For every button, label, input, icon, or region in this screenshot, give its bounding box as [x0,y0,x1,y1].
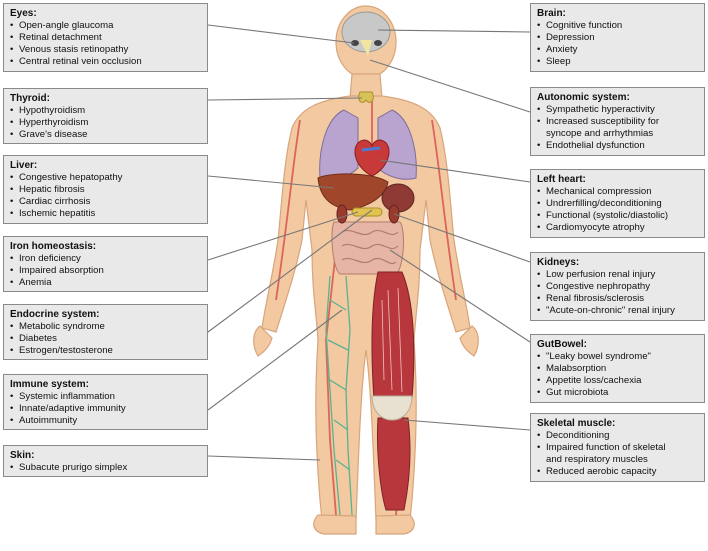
list-item: Hypothyroidism [10,105,201,117]
list-item: Impaired function of skeletal [537,442,698,454]
list-item: Endothelial dysfunction [537,140,698,152]
box-thyroid: Thyroid: Hypothyroidism Hyperthyroidism … [3,88,208,144]
list-item: Mechanical compression [537,186,698,198]
list-item: Iron deficiency [10,253,201,265]
list-item: Open-angle glaucoma [10,20,201,32]
box-title: Skeletal muscle: [537,418,616,429]
list-item: Systemic inflammation [10,391,201,403]
list-item: Impaired absorption [10,265,201,277]
box-title: Left heart: [537,174,586,185]
list-item: Appetite loss/cachexia [537,375,698,387]
list-item: Metabolic syndrome [10,321,201,333]
connector-skeletal-muscle [403,419,531,431]
list-item: Anxiety [537,44,698,56]
list-item: Sympathetic hyperactivity [537,104,698,116]
box-title: Kidneys: [537,257,580,268]
box-title: Brain: [537,8,566,19]
list-item: Grave's disease [10,129,201,141]
connector-gutbowel [389,249,531,343]
pancreas-organ [351,207,383,217]
body-silhouette [253,5,479,535]
box-title: Autonomic system: [537,92,630,103]
box-brain: Brain: Cognitive function Depression Anx… [530,3,705,72]
box-liver: Liver: Congestive hepatopathy Hepatic fi… [3,155,208,224]
list-item: Congestive nephropathy [537,281,698,293]
connector-skin [207,455,321,461]
list-item: Malabsorption [537,363,698,375]
list-item: Retinal detachment [10,32,201,44]
list-item: Diabetes [10,333,201,345]
box-iron-homeostasis: Iron homeostasis: Iron deficiency Impair… [3,236,208,292]
lymph-vessels [325,275,353,516]
intestines-organ [331,221,404,275]
muscle-fibers [381,287,403,393]
box-left-heart: Left heart: Mechanical compression Undre… [530,169,705,238]
heart-organ [354,139,390,177]
box-title: Iron homeostasis: [10,241,97,252]
box-title: Liver: [10,160,38,171]
list-item: Hyperthyroidism [10,117,201,129]
list-item: Anemia [10,277,201,289]
connector-autonomic [369,59,531,113]
box-title: Endocrine system: [10,309,100,320]
list-item: Autoimmunity [10,415,201,427]
list-item: Ischemic hepatitis [10,208,201,220]
box-endocrine-system: Endocrine system: Metabolic syndrome Dia… [3,304,208,360]
liver-organ [317,173,389,211]
connector-endocrine [207,209,373,333]
connector-immune [207,309,343,411]
list-item: Cardiac cirrhosis [10,196,201,208]
connector-liver [207,175,335,189]
list-item: Gut microbiota [537,387,698,399]
list-item: "Leaky bowel syndrome" [537,351,698,363]
connector-brain [377,29,531,33]
box-eyes: Eyes: Open-angle glaucoma Retinal detach… [3,3,208,72]
list-item: Subacute prurigo simplex [10,462,201,474]
box-skin: Skin: Subacute prurigo simplex [3,445,208,477]
connector-kidneys [393,213,531,263]
box-kidneys: Kidneys: Low perfusion renal injury Cong… [530,252,705,321]
list-item: Undrerfilling/deconditioning [537,198,698,210]
brain-organ [341,11,391,56]
box-title: Eyes: [10,8,37,19]
list-item: Estrogen/testosterone [10,345,201,357]
list-item: Cardiomyocyte atrophy [537,222,698,234]
list-item: Increased susceptibility for [537,116,698,128]
box-skeletal-muscle: Skeletal muscle: Deconditioning Impaired… [530,413,705,482]
list-item: Venous stasis retinopathy [10,44,201,56]
list-item: Hepatic fibrosis [10,184,201,196]
list-item: Renal fibrosis/sclerosis [537,293,698,305]
box-title: GutBowel: [537,339,587,350]
list-item: Cognitive function [537,20,698,32]
list-item: Innate/adaptive immunity [10,403,201,415]
list-item: Congestive hepatopathy [10,172,201,184]
connector-iron [207,211,359,261]
box-title: Thyroid: [10,93,50,104]
list-item: Low perfusion renal injury [537,269,698,281]
connector-thyroid [207,97,363,101]
connector-left-heart [379,159,531,183]
box-immune-system: Immune system: Systemic inflammation Inn… [3,374,208,430]
box-title: Skin: [10,450,35,461]
list-item: Depression [537,32,698,44]
box-gutbowel: GutBowel: "Leaky bowel syndrome" Malabso… [530,334,705,403]
list-item: Deconditioning [537,430,698,442]
box-autonomic-system: Autonomic system: Sympathetic hyperactiv… [530,87,705,156]
list-item: Central retinal vein occlusion [10,56,201,68]
list-item: Sleep [537,56,698,68]
list-item-continuation: and respiratory muscles [546,454,648,465]
list-item: Reduced aerobic capacity [537,466,698,478]
list-item: "Acute-on-chronic" renal injury [537,305,698,317]
knee-bone [371,395,413,421]
list-item: Functional (systolic/diastolic) [537,210,698,222]
lungs-organ [319,109,417,180]
connector-eyes [207,24,355,44]
list-item-continuation: syncope and arrhythmias [546,128,654,139]
box-title: Immune system: [10,379,89,390]
connector-lines [207,24,531,461]
